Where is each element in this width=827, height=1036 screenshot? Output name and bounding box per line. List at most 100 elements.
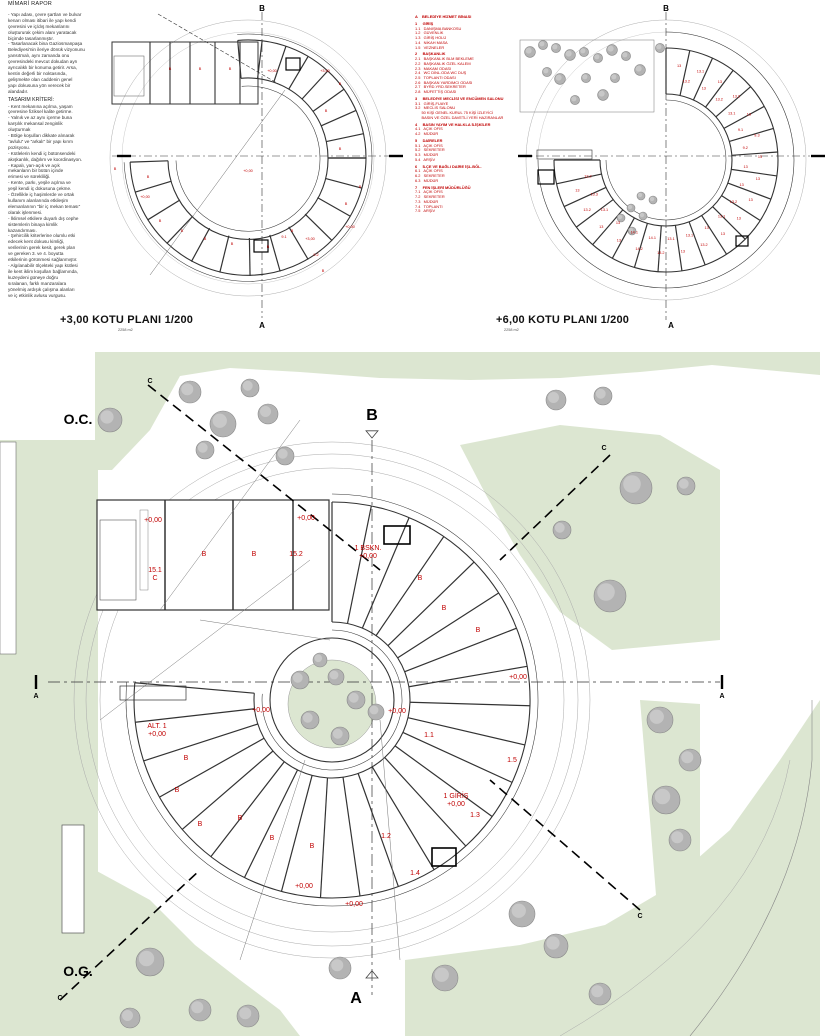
south-section-label: A [668,321,674,330]
room-label: 13.2 [657,251,664,255]
tree-highlight [348,692,359,703]
tree-highlight [191,1001,204,1014]
radial-wall [692,57,714,101]
tree-highlight [100,410,114,424]
room-label: B [310,843,315,850]
tree-highlight [122,1010,133,1021]
legend-entry: 5.3 MÜDÜR [415,152,439,158]
room-label: 14.1 [631,230,638,234]
outer-guide-ring [109,19,387,297]
tree-highlight [607,45,614,52]
road-edge [689,700,813,1036]
entrance-label-og: O.G. [63,963,93,979]
room-label: 13 [677,64,681,68]
tree-highlight [671,831,684,844]
tree-highlight [546,936,560,950]
report-line: yapı dokusuna yön verecek bir [8,82,71,88]
report-line: - Yapı adası, çevre şartları ve bulvar [8,11,82,17]
criteria-line: elemanlarının "bir iç mekan teması" [8,203,81,209]
report-line: gelişmekte olan caddenin genel [8,76,73,82]
room-label: +0,00 [297,515,315,522]
report-line: - Tasarlanacak bina Gaziosmanpaşa [8,41,83,47]
radial-wall [633,223,648,268]
section-line [157,13,283,87]
green-area-top [95,352,820,470]
section-marker-letter: A [719,693,724,700]
radial-wall [575,199,614,228]
room-label: 13 [749,198,753,202]
criteria-line: - Bölge koşulları dikkate alınarak [8,133,75,139]
room-label: ALT. 1+0,00 [147,723,166,738]
criteria-line: yönelmiş ardışık çalışma alanları [8,286,75,292]
curved-wall [125,493,539,907]
room-label: 13 [744,165,748,169]
curved-wall [129,157,367,276]
room-label: B [229,67,232,71]
criteria-line: - Yalnık ve az aynı içerme buna [8,115,72,121]
core-box [253,239,269,253]
radial-wall [712,206,746,240]
room-label: 13 [756,177,760,181]
room-label: B [270,835,275,842]
tree-highlight [543,68,549,74]
room-label: B [114,167,117,171]
radial-wall [319,777,329,898]
room-label: 13.2 [683,80,690,84]
tree-highlight [591,985,604,998]
criteria-line: - Kent mekanına açılma, yaşam [8,103,73,109]
criteria-line: kuzeydeni güneye doğru [8,274,59,280]
radial-wall [402,731,513,783]
room-label: 13.1 [728,111,735,115]
criteria-line: "avlulu" ve "arkalı" bir yapı kırım [8,138,73,144]
legend-entry: 7.5 ARŞİV [415,208,436,214]
radial-wall [312,88,345,112]
criteria-title: TASARIM KRİTERİ: [8,96,55,103]
south-section-label: A [350,990,362,1007]
legend-entry: 3 BELEDİYE MECLİSİ VE ENCÜMEN SALONU [415,96,504,101]
radial-wall [166,215,194,245]
room-label: 13 [575,188,579,192]
radial-wall [409,701,530,707]
radial-wall [134,682,255,694]
tree-highlight [594,54,600,60]
room-label: 1 BSKN.+0,00 [355,545,382,560]
radial-wall [563,186,607,208]
plan-area-plus6: 2258 m2 [504,328,519,332]
tree-highlight [525,47,532,54]
radial-wall [135,708,255,723]
room-label: 13 [737,216,741,220]
tree-highlight [571,96,577,102]
radial-wall [317,197,351,217]
room-label: B [442,605,447,612]
report-line: yansıtmalı, aynı zamanda onu [8,53,70,59]
room-label: +0,00 [509,674,527,681]
radial-wall [723,105,765,129]
stair-block [139,509,149,591]
room-label: B [198,821,203,828]
tree-highlight [329,670,339,680]
grid-axis [239,759,306,961]
room-label: 13 [721,232,725,236]
green-area-southwest [95,870,300,1036]
legend-entry: 5.1 AÇIK OFİS [415,142,443,148]
radial-wall [674,225,683,271]
tree-highlight [511,903,526,918]
room-label: +0,00 [295,883,313,890]
room-label: +0,00 [252,707,270,714]
room-label: 13.1 [697,70,704,74]
tree-highlight [678,478,689,489]
legend-entry: 2.2 BAŞKANLIK ÖZEL KALEM [415,60,471,66]
tree-highlight [292,672,303,683]
room-label: B [199,67,202,71]
tree-highlight [434,967,449,982]
radial-wall [721,195,761,222]
tree-highlight [260,406,271,417]
room-label: B [267,245,270,249]
core-box [735,235,749,247]
room-label: 13 [747,113,751,117]
radial-wall [394,745,493,817]
curved-wall [605,99,727,221]
